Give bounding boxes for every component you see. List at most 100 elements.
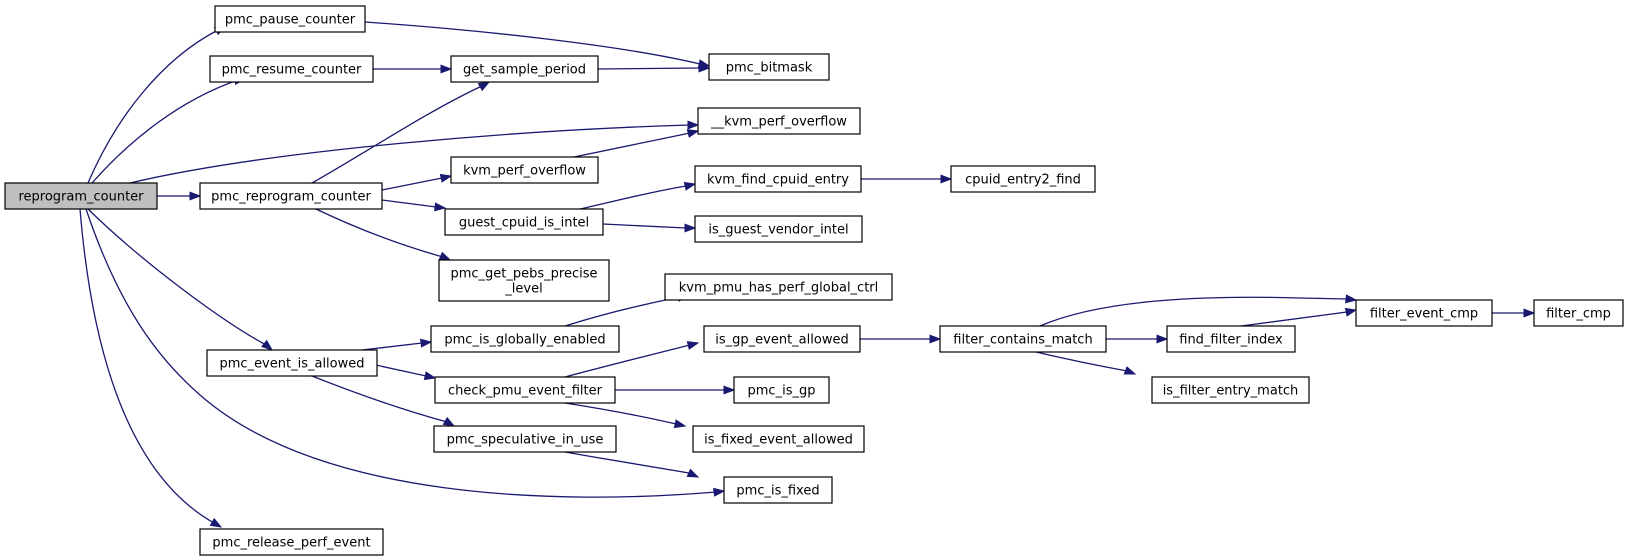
edge-check_pmu_event_filter-to-is_fixed_event_allowed [564, 402, 687, 429]
node-is_filter_entry_match[interactable]: is_filter_entry_match [1151, 376, 1310, 404]
node-find_filter_index[interactable]: find_filter_index [1166, 325, 1296, 353]
node-kvm_pmu_has_perf_global_ctrl[interactable]: kvm_pmu_has_perf_global_ctrl [664, 273, 893, 301]
node-pmc_is_gp[interactable]: pmc_is_gp [733, 376, 830, 404]
node-label: kvm_find_cpuid_entry [707, 173, 849, 188]
edge-get_sample_period-to-pmc_bitmask [597, 63, 711, 73]
arrowhead [438, 251, 452, 261]
node-box [444, 208, 604, 236]
node-label: pmc_bitmask [726, 61, 813, 76]
edge-pmc_reprogram_counter-to-kvm_perf_overflow [381, 173, 453, 191]
edge-filter_contains_match-to-filter_event_cmp [1039, 294, 1358, 327]
node-label: __kvm_perf_overflow [710, 115, 847, 130]
edge-filter_contains_match-to-is_filter_entry_match [1035, 351, 1137, 375]
edge-pmc_reprogram_counter-to-guest_cpuid_is_intel [381, 199, 447, 212]
arrowhead [420, 338, 433, 348]
node-box [433, 425, 617, 453]
node-pmc_release_perf_event[interactable]: pmc_release_perf_event [199, 528, 384, 556]
edge-pmc_resume_counter-to-get_sample_period [373, 64, 453, 74]
node-label: pmc_reprogram_counter [211, 190, 371, 205]
arrowhead [477, 81, 491, 92]
arrowhead [686, 129, 700, 138]
node-box [939, 325, 1107, 353]
node-get_sample_period[interactable]: get_sample_period [450, 55, 599, 83]
arrowhead [673, 419, 687, 429]
node-box [708, 53, 830, 81]
edge-check_pmu_event_filter-to-is_gp_event_allowed [564, 341, 700, 378]
node-box [1166, 325, 1296, 353]
node-pmc_is_globally_enabled[interactable]: pmc_is_globally_enabled [430, 325, 620, 353]
node-box [434, 376, 616, 404]
node-pmc_is_fixed[interactable]: pmc_is_fixed [723, 476, 833, 504]
node-is_gp_event_allowed[interactable]: is_gp_event_allowed [703, 325, 861, 353]
node-filter_contains_match[interactable]: filter_contains_match [939, 325, 1107, 353]
node-box [1533, 299, 1624, 327]
node-kvm_find_cpuid_entry[interactable]: kvm_find_cpuid_entry [694, 165, 862, 193]
edge-line [364, 21, 701, 65]
edge-line [311, 85, 483, 184]
node-is_fixed_event_allowed[interactable]: is_fixed_event_allowed [692, 425, 865, 453]
node-guest_cpuid_is_intel[interactable]: guest_cpuid_is_intel [444, 208, 604, 236]
node-label: check_pmu_event_filter [448, 384, 603, 399]
node-kvm_perf_overflow[interactable]: kvm_perf_overflow [450, 156, 599, 184]
node-label: pmc_release_perf_event [212, 536, 370, 551]
node-box [209, 55, 374, 83]
edge-line [87, 208, 267, 346]
edge-pmc_event_is_allowed-to-pmc_speculative_in_use [311, 375, 456, 427]
node-filter_cmp[interactable]: filter_cmp [1533, 299, 1624, 327]
node-cpuid_entry2_find[interactable]: cpuid_entry2_find [950, 165, 1096, 193]
node-box [694, 165, 862, 193]
edge-line [381, 177, 443, 191]
node-label: pmc_get_pebs_precise [450, 267, 597, 282]
node-pmc_get_pebs_precise_level[interactable]: pmc_get_pebs_precise_level [438, 259, 610, 302]
edge-reprogram_counter-to-pmc_pause_counter [87, 25, 227, 184]
edge-line [85, 208, 717, 498]
node-label: pmc_pause_counter [225, 13, 356, 28]
arrowhead [940, 174, 953, 184]
node-pmc_speculative_in_use[interactable]: pmc_speculative_in_use [433, 425, 617, 453]
node-box [438, 259, 610, 302]
node-check_pmu_event_filter[interactable]: check_pmu_event_filter [434, 376, 616, 404]
node-label: filter_cmp [1546, 307, 1611, 322]
node-pmc_resume_counter[interactable]: pmc_resume_counter [209, 55, 374, 83]
node-label: kvm_perf_overflow [463, 164, 586, 179]
edge-line [564, 344, 691, 378]
edge-line [87, 29, 219, 184]
arrowhead [686, 468, 700, 478]
node-pmc_reprogram_counter[interactable]: pmc_reprogram_counter [199, 182, 383, 210]
node-label: pmc_is_globally_enabled [444, 333, 605, 348]
edge-line [1240, 311, 1348, 327]
arrowhead [261, 339, 274, 351]
edge-reprogram_counter-to-pmc_is_fixed [85, 208, 726, 498]
node-label: _level [504, 282, 542, 297]
node-is_guest_vendor_intel[interactable]: is_guest_vendor_intel [694, 215, 863, 243]
node-label: filter_contains_match [953, 333, 1092, 348]
edge-line [564, 402, 677, 425]
arrowhead [1523, 308, 1536, 318]
node-label: filter_event_cmp [1370, 307, 1478, 322]
node-label: is_guest_vendor_intel [708, 223, 848, 238]
edge-pmc_speculative_in_use-to-pmc_is_fixed [564, 451, 700, 478]
node-filter_event_cmp[interactable]: filter_event_cmp [1355, 299, 1493, 327]
edge-filter_contains_match-to-find_filter_index [1106, 334, 1169, 344]
node-pmc_event_is_allowed[interactable]: pmc_event_is_allowed [206, 349, 378, 377]
node-label: is_fixed_event_allowed [704, 433, 853, 448]
arrowhead [723, 385, 736, 395]
node-box [733, 376, 830, 404]
node-label: get_sample_period [463, 63, 586, 78]
node-box [1151, 376, 1310, 404]
node-pmc_bitmask[interactable]: pmc_bitmask [708, 53, 830, 81]
arrowhead [1345, 294, 1358, 304]
edge-reprogram_counter-to-pmc_reprogram_counter [157, 191, 202, 201]
edge-line [361, 342, 423, 351]
node-pmc_pause_counter[interactable]: pmc_pause_counter [214, 5, 366, 33]
arrowhead [189, 191, 202, 201]
node-__kvm_perf_overflow[interactable]: __kvm_perf_overflow [697, 107, 861, 135]
edge-reprogram_counter-to-pmc_event_is_allowed [87, 208, 274, 351]
node-box [206, 349, 378, 377]
node-reprogram_counter[interactable]: reprogram_counter [4, 182, 158, 210]
edge-line [315, 208, 444, 258]
arrowhead [434, 202, 447, 212]
edges-layer [79, 21, 1536, 528]
node-label: cpuid_entry2_find [965, 173, 1081, 188]
edge-guest_cpuid_is_intel-to-is_guest_vendor_intel [602, 223, 697, 233]
